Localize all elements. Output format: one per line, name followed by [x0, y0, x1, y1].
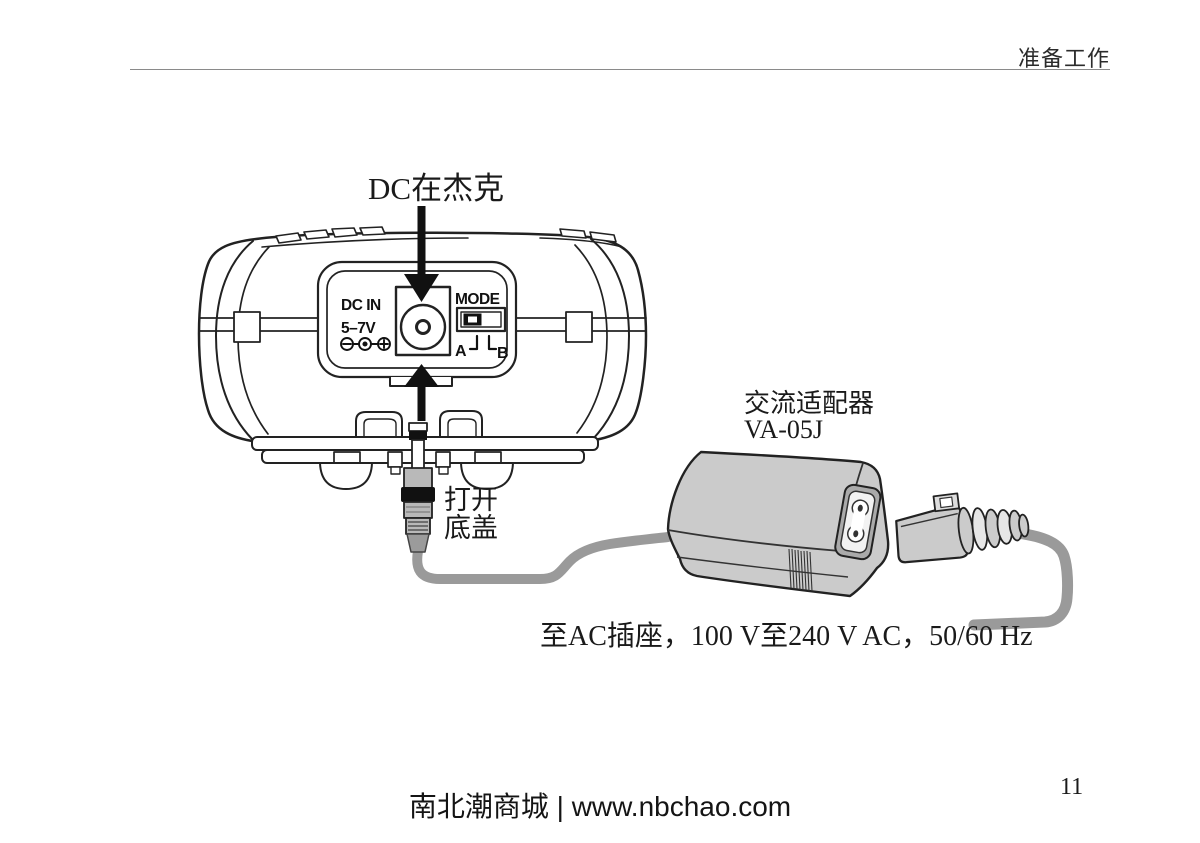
open-cover-label-line2: 底盖	[444, 513, 498, 543]
header-title: 准备工作	[1017, 46, 1110, 71]
device-foot-left	[319, 462, 373, 490]
adapter-name-label: 交流适配器	[744, 389, 874, 418]
power-cable-right	[968, 527, 1074, 631]
page-number: 11	[1060, 774, 1084, 800]
top-ridges	[275, 226, 617, 244]
arrow-up-icon	[404, 364, 439, 421]
switch-pos-b: B	[497, 345, 508, 362]
header-rule	[130, 69, 1110, 70]
mode-switch	[455, 306, 507, 351]
ac-adapter	[666, 450, 890, 598]
outlet-note-label: 至AC插座，100 V至240 V AC，50/60 Hz	[540, 620, 1033, 652]
power-inlet	[834, 483, 882, 561]
footer-watermark: 南北潮商城 | www.nbchao.com	[408, 791, 792, 822]
polarity-icon	[340, 337, 391, 351]
dc-jack-label: DC在杰克	[368, 171, 504, 206]
adapter-model-label: VA-05J	[744, 415, 823, 444]
adapter-body	[666, 450, 890, 598]
open-cover-label-line1: 打开	[444, 485, 498, 515]
dc-in-label: DC IN	[341, 297, 381, 314]
c7-plug	[895, 492, 1030, 564]
dc-plug	[401, 422, 435, 553]
mode-label: MODE	[455, 291, 500, 308]
vent-grille	[788, 548, 813, 592]
power-cable-left	[412, 532, 673, 584]
voltage-label: 5–7V	[341, 320, 376, 337]
device-foot-right	[460, 462, 514, 490]
arrow-down-icon	[404, 206, 439, 302]
device-illustration: DC IN 5–7V MODE A B	[197, 226, 648, 490]
switch-pos-a: A	[455, 343, 467, 360]
